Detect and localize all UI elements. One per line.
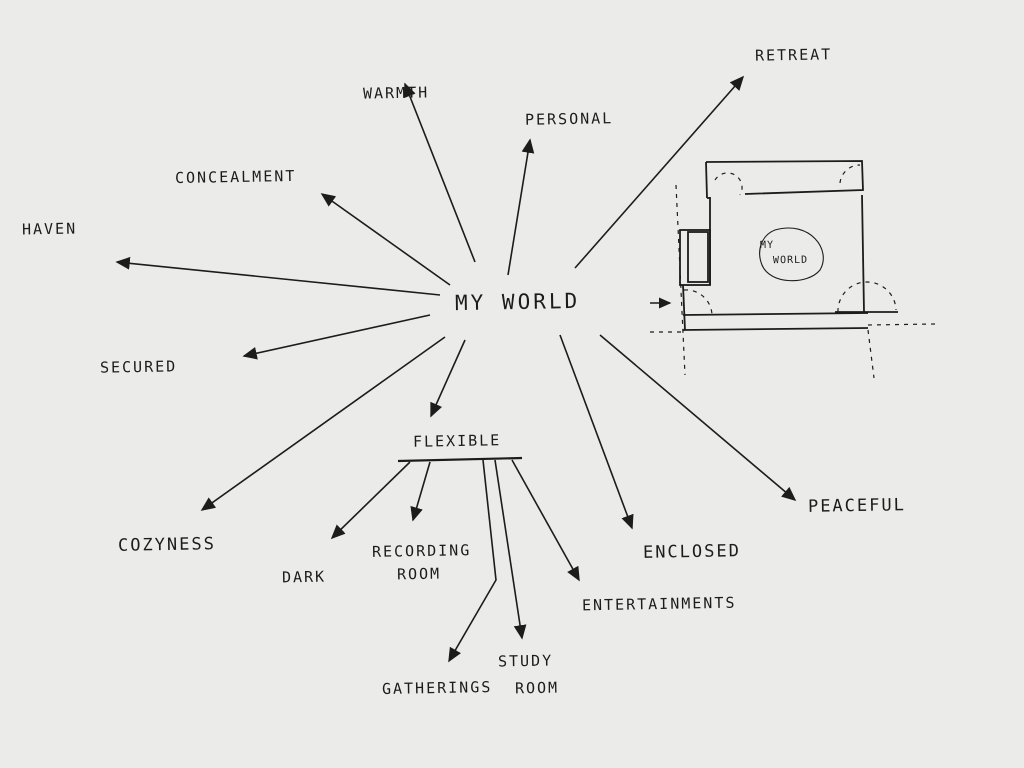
node-enclosed: ENCLOSED	[642, 541, 742, 563]
node-flexible: FLEXIBLE	[412, 431, 502, 451]
arrow-entertainments	[511, 459, 580, 582]
arrow-warmth	[403, 82, 476, 263]
node-concealment: CONCEALMENT	[174, 166, 297, 188]
arrow-haven	[115, 256, 441, 296]
node-cozyness: COZYNESS	[117, 534, 217, 556]
node-personal: PERSONAL	[524, 109, 614, 129]
arrow-concealment	[320, 193, 451, 286]
arrow-personal	[507, 138, 535, 276]
plan-label-line2: WORLD	[772, 254, 809, 267]
node-retreat: RETREAT	[754, 45, 833, 65]
arrow-dark	[330, 461, 411, 540]
plan-label-line1: MY	[759, 239, 775, 252]
node-dark: DARK	[281, 567, 327, 587]
arrow-flexible	[430, 339, 466, 418]
node-secured: SECURED	[99, 357, 178, 377]
node-study-line1: STUDY	[497, 651, 554, 671]
arrow-gatherings	[448, 459, 497, 663]
arrow-secured	[242, 314, 431, 360]
floor-plan	[650, 160, 936, 379]
node-recording-line2: ROOM	[396, 564, 442, 584]
central-topic: MY WORLD	[454, 288, 581, 316]
node-entertainments: ENTERTAINMENTS	[581, 593, 737, 615]
node-gatherings: GATHERINGS	[381, 678, 493, 698]
node-recording-line1: RECORDING	[371, 541, 472, 561]
arrow-study-room	[494, 459, 527, 640]
arrow-retreat	[574, 75, 745, 269]
node-haven: HAVEN	[21, 219, 78, 239]
arrow-enclosed	[559, 334, 634, 530]
arrow-recording-room	[410, 461, 431, 522]
arrow-peaceful	[599, 334, 797, 502]
node-warmth: WARMTH	[362, 83, 430, 103]
node-study-line2: ROOM	[514, 678, 560, 698]
arrow-cozyness	[200, 336, 446, 511]
flexible-bar	[397, 456, 523, 463]
node-peaceful: PEACEFUL	[807, 495, 907, 517]
